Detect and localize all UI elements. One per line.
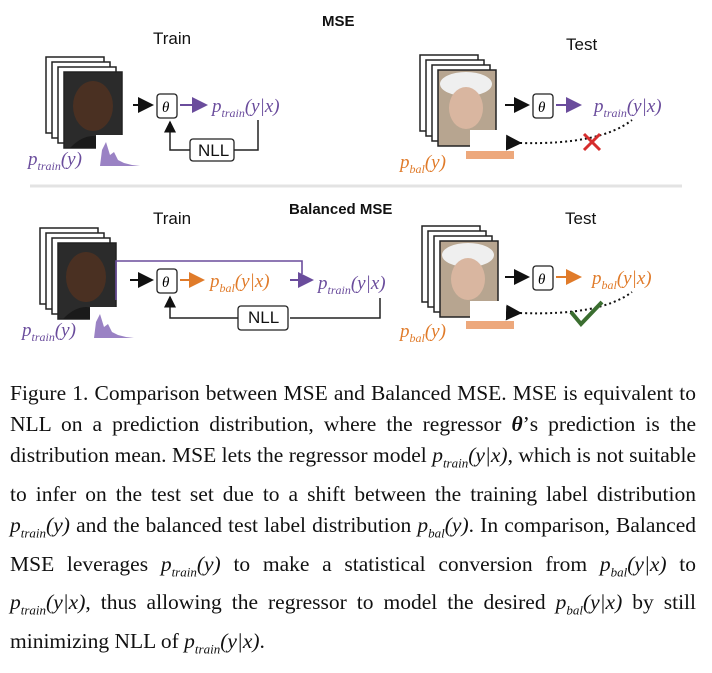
caption-p-bal-yx-2: pbal(y|x) [555,590,623,618]
green-check-icon [569,300,604,328]
mse-title: MSE [322,13,355,30]
balanced-test-label: Test [565,209,596,228]
train-photo-stack [45,56,123,149]
balanced-train-label: Train [153,209,191,228]
mse-test-label: Test [566,35,597,54]
balanced-train-p-bal-yx: pbal(y|x) [208,271,270,295]
balanced-p-train-y: ptrain(y) [20,320,76,344]
balanced-train-theta-box [156,268,178,294]
figure-diagram: MSE Train Test ptrain(y) θ ptrain(y|x) N… [20,13,682,345]
svg-text:NLL: NLL [248,308,279,327]
svg-text:NLL: NLL [198,141,229,160]
caption-text-6: to make a statistical conversion from [233,551,588,576]
balanced-test-distribution [466,301,516,331]
caption-p-train-y-2: ptrain(y) [160,551,221,579]
balanced-train-distribution-plot [90,307,136,339]
caption-figure-label: Figure 1. [10,381,89,405]
caption-p-train-yx-2: ptrain(y|x) [10,590,86,618]
svg-text:θ: θ [162,100,170,116]
balanced-p-bal-y: pbal(y) [398,321,446,345]
balanced-train-photo-stack [39,227,117,320]
balanced-title: Balanced MSE [289,201,392,218]
mse-test-theta-box [532,93,554,119]
caption-text-3: , which is not suitable to infer on the … [10,443,697,506]
red-cross-icon [582,132,602,152]
mse-train-label: Train [153,29,191,48]
svg-text:θ: θ [538,272,546,288]
caption-p-train-y-1: ptrain(y) [10,513,70,541]
figure-caption: Figure 1. Comparison between MSE and Bal… [10,378,696,664]
svg-text:θ: θ [162,275,170,291]
caption-text-2: ’s prediction is the distribution mean. … [10,412,696,468]
caption-text-9: by still minimizing NLL of [10,590,696,653]
mse-test-p-train-yx: ptrain(y|x) [592,96,662,120]
caption-text-5: . In comparison, Balanced MSE leverages [10,513,697,576]
caption-text-1: Comparison between MSE and Balanced MSE.… [10,381,696,437]
mse-train-p-train-yx: ptrain(y|x) [210,96,280,120]
caption-text-7: to [679,551,697,576]
caption-p-train-yx-1: ptrain(y|x) [432,443,508,471]
caption-p-bal-y-1: pbal(y) [417,513,469,541]
train-distribution-plot [96,135,142,167]
mse-p-bal-y: pbal(y) [398,152,446,176]
caption-theta: θ [511,412,523,437]
mse-train-theta-box [156,93,178,119]
balanced-test-theta-box [532,265,554,291]
test-photo-stack [419,54,497,147]
caption-p-train-yx-3: ptrain(y|x) [184,628,260,656]
test-balanced-distribution [466,130,516,160]
balanced-test-photo-stack [421,225,499,318]
caption-text-8: , thus allowing the regressor to model t… [85,590,546,615]
caption-p-bal-yx-1: pbal(y|x) [599,551,667,579]
mse-p-train-y: ptrain(y) [26,149,82,173]
svg-text:θ: θ [538,100,546,116]
caption-text-4: and the balanced test label distribution [76,513,412,538]
caption-text-10: . [259,628,265,653]
balanced-train-p-train-yx: ptrain(y|x) [316,273,386,297]
balanced-test-p-bal-yx: pbal(y|x) [590,268,652,292]
